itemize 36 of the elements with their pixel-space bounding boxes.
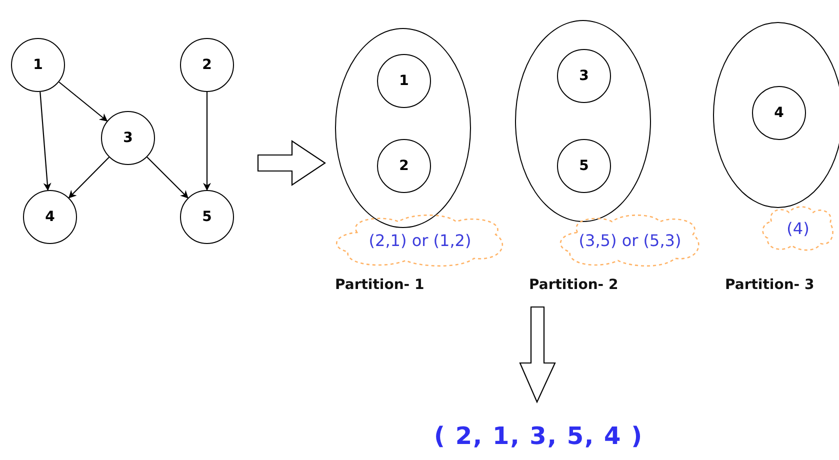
arrow — [40, 92, 52, 191]
vertex-label: 5 — [202, 209, 212, 225]
vertex-label: 2 — [202, 57, 212, 73]
vertex-circle — [377, 54, 431, 108]
vertex-circle — [180, 38, 234, 92]
vertex-label: 4 — [45, 209, 55, 225]
vertex-label: 3 — [123, 130, 133, 146]
arrow — [58, 82, 108, 122]
vertex-label: 2 — [399, 158, 409, 174]
vertex-label: 5 — [579, 158, 589, 174]
partition-label: Partition- 3 — [725, 277, 814, 293]
ordering-text: (4) — [786, 218, 810, 238]
cloud-shape — [760, 205, 836, 251]
vertex-label: 1 — [399, 73, 409, 89]
vertex-circle — [23, 190, 77, 244]
vertex-circle — [377, 139, 431, 193]
partition-ellipse — [515, 20, 651, 222]
result-sequence: ( 2, 1, 3, 5, 4 ) — [434, 422, 644, 450]
vertex-circle — [752, 86, 806, 140]
vertex-circle — [180, 190, 234, 244]
vertex-label: 1 — [33, 57, 43, 73]
arrow — [146, 156, 188, 198]
vertex-circle — [557, 139, 611, 193]
arrow — [203, 92, 211, 191]
arrow — [68, 156, 110, 198]
ordering-text: (3,5) or (5,3) — [578, 230, 682, 250]
vertex-label: 4 — [774, 105, 784, 121]
vertex-circle — [557, 49, 611, 103]
partition-ellipse — [335, 28, 471, 228]
vertex-circle — [11, 38, 65, 92]
ordering-text: (2,1) or (1,2) — [368, 230, 472, 250]
vertex-label: 3 — [579, 68, 589, 84]
vertex-circle — [101, 111, 155, 165]
partition-ellipse — [713, 22, 839, 208]
partition-label: Partition- 2 — [529, 277, 618, 293]
partition-label: Partition- 1 — [335, 277, 424, 293]
